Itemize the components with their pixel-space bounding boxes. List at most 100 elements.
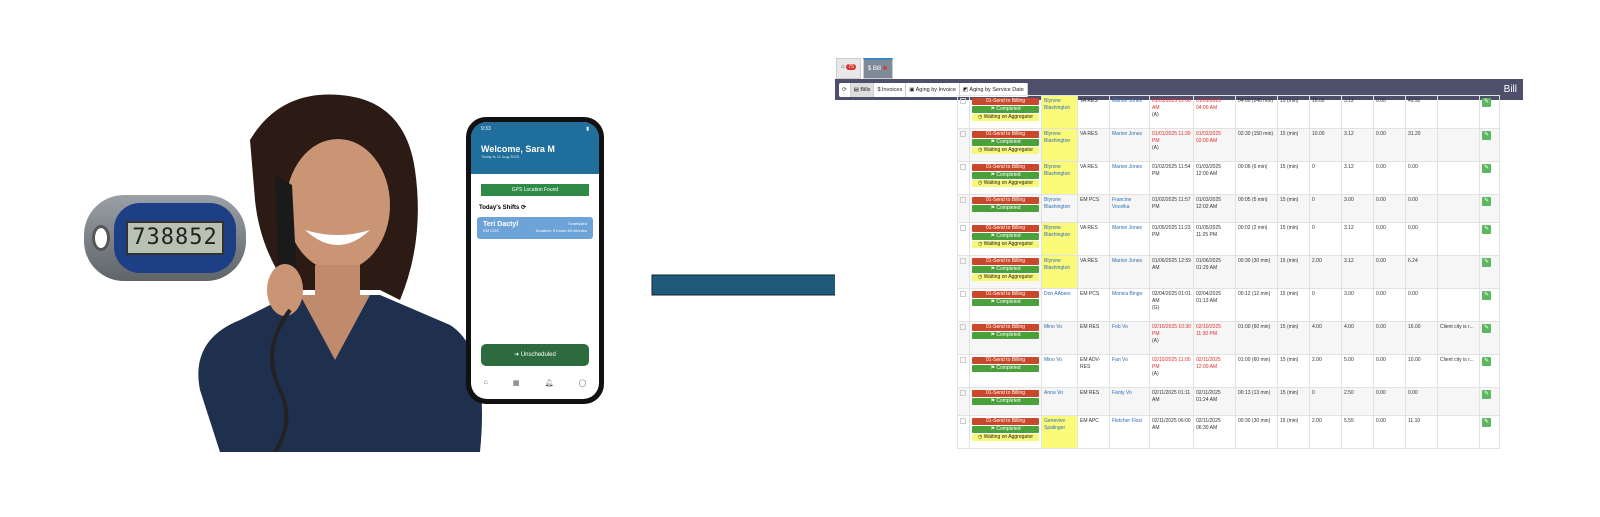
table-cell: 02/10/2025 11:30 PM [1193, 321, 1236, 355]
bell-icon[interactable]: 🔔︎ [544, 380, 554, 387]
edit-icon[interactable]: ✎ [1482, 291, 1491, 300]
total: 11.10 [1408, 418, 1421, 424]
invoices-button[interactable]: $ Invoices [874, 82, 907, 97]
row-checkbox[interactable] [960, 324, 966, 330]
edit-icon[interactable]: ✎ [1482, 418, 1491, 427]
employee-link[interactable]: Monica Bingo [1112, 291, 1143, 297]
row-checkbox[interactable] [960, 225, 966, 231]
refresh-icon[interactable]: ⟳ [521, 205, 527, 211]
employee-link[interactable]: Fob Vo [1112, 324, 1128, 330]
employee-link[interactable]: Marion Jones [1112, 258, 1143, 264]
employee-link[interactable]: Marion Jones [1112, 225, 1143, 231]
client-link[interactable]: Blyrone Blashington [1044, 164, 1071, 177]
refresh-button[interactable]: ⟳ [839, 82, 851, 97]
profile-icon[interactable]: ◯ [578, 380, 587, 387]
aging-by-invoice-button[interactable]: ▣ Aging by Invoice [906, 82, 960, 97]
row-checkbox[interactable] [960, 357, 966, 363]
table-cell [957, 128, 970, 162]
row-checkbox[interactable] [960, 291, 966, 297]
table-cell: VA RES [1077, 128, 1110, 162]
table-cell: 15 (min) [1277, 321, 1310, 355]
waiting-label: Waiting on Aggregator [983, 180, 1034, 186]
table-cell: ✎ [1479, 387, 1500, 416]
service-code: EM RES [1080, 390, 1100, 396]
edit-icon[interactable]: ✎ [1482, 357, 1491, 366]
unit: 15 (min) [1280, 390, 1299, 396]
end-time: 02/11/2025 06:30 AM [1196, 418, 1221, 431]
service-code: EM PCS [1080, 291, 1100, 297]
edit-icon[interactable]: ✎ [1482, 390, 1491, 399]
employee-link[interactable]: Marion Jones [1112, 98, 1143, 104]
client-link[interactable]: Blyrone Blashington [1044, 197, 1071, 210]
client-link[interactable]: Blyrone Blashington [1044, 225, 1071, 238]
bills-button[interactable]: ▤ Bills [850, 82, 875, 97]
row-checkbox[interactable] [960, 258, 966, 264]
table-cell: 02/11/2025 01:11 AM [1149, 387, 1194, 416]
edit-icon[interactable]: ✎ [1482, 225, 1491, 234]
table-cell: 02/04/2025 01:13 AM [1193, 288, 1236, 322]
client-link[interactable]: Mino Vo [1044, 324, 1063, 330]
close-icon[interactable]: ✖ [882, 66, 888, 72]
employee-link[interactable]: Marion Jones [1112, 164, 1143, 170]
client-link[interactable]: Mino Vo [1044, 357, 1063, 363]
edit-icon[interactable]: ✎ [1482, 258, 1491, 267]
client-link[interactable]: Genevive Spalinger [1044, 418, 1066, 431]
row-checkbox[interactable] [960, 164, 966, 170]
edit-icon[interactable]: ✎ [1482, 164, 1491, 173]
completed-badge: ⚑ Completed [972, 332, 1039, 339]
service-code: EM APC [1080, 418, 1099, 424]
table-cell: 00:30 (30 min) [1235, 255, 1278, 289]
table-cell: 0 [1309, 387, 1342, 416]
table-cell: 01:00 (60 min) [1235, 354, 1278, 388]
table-cell [957, 321, 970, 355]
row-checkbox[interactable] [960, 197, 966, 203]
completed-label: Completed [996, 426, 1021, 432]
row-checkbox[interactable] [960, 98, 966, 104]
table-cell: Client city is r... [1437, 354, 1480, 388]
edit-icon[interactable]: ✎ [1482, 131, 1491, 140]
client-link[interactable]: Anna Vo [1044, 390, 1063, 396]
duration: 00:30 (30 min) [1238, 258, 1271, 264]
home-icon[interactable]: ⌂ [483, 379, 488, 386]
waiting-label: Waiting on Aggregator [983, 241, 1034, 247]
table-cell: 0.00 [1373, 255, 1406, 289]
row-checkbox[interactable] [960, 390, 966, 396]
unscheduled-button[interactable]: ➜ Unscheduled [481, 344, 589, 366]
table-cell: EM RES [1077, 321, 1110, 355]
client-link[interactable]: Blyrone Blashington [1044, 98, 1071, 111]
completed-label: Completed [996, 139, 1021, 145]
row-checkbox[interactable] [960, 131, 966, 137]
edit-icon[interactable]: ✎ [1482, 324, 1491, 333]
employee-link[interactable]: Fan Vo [1112, 357, 1128, 363]
client-link[interactable]: Blyrone Blashington [1044, 131, 1071, 144]
edit-icon[interactable]: ✎ [1482, 98, 1491, 107]
rate: 4.00 [1344, 324, 1354, 330]
table-cell: 02/11/2025 06:00 AM [1149, 415, 1194, 449]
employee-link[interactable]: Francine Vocelka [1112, 197, 1132, 210]
rate: 3.12 [1344, 164, 1354, 170]
client-link[interactable]: Blyrone Blashington [1044, 258, 1071, 271]
table-cell: 3.12 [1341, 222, 1374, 256]
table-cell: 0.00 [1373, 95, 1406, 129]
table-cell: Blyrone Blashington [1041, 222, 1078, 256]
waiting-label: Waiting on Aggregator [983, 114, 1034, 120]
aging-by-service-date-button[interactable]: ◩ Aging by Service Date [960, 82, 1028, 97]
edit-icon[interactable]: ✎ [1482, 197, 1491, 206]
table-cell: EM PCS [1077, 288, 1110, 322]
duration: 00:12 (12 min) [1238, 291, 1271, 297]
table-cell [957, 387, 970, 416]
table-cell: 01-Send to Billing⚑ Completed◷ Waiting o… [969, 255, 1042, 289]
completed-label: Completed [996, 172, 1021, 178]
total: 0.00 [1408, 291, 1418, 297]
employee-link[interactable]: Fletcher Flosi [1112, 418, 1143, 424]
start-flag: (A) [1152, 371, 1159, 377]
calendar-icon[interactable]: ▦ [512, 380, 520, 387]
employee-link[interactable]: Marion Jones [1112, 131, 1143, 137]
tab-bill[interactable]: $ Bill ✖ [862, 58, 893, 79]
row-checkbox[interactable] [960, 418, 966, 424]
employee-link[interactable]: Fanty Vo [1112, 390, 1132, 396]
table-row: 01-Send to Billing⚑ Completed◷ Waiting o… [957, 415, 1500, 449]
client-link[interactable]: Don AAbers [1044, 291, 1071, 297]
tab-home[interactable]: ⌂ 75 [836, 58, 861, 79]
